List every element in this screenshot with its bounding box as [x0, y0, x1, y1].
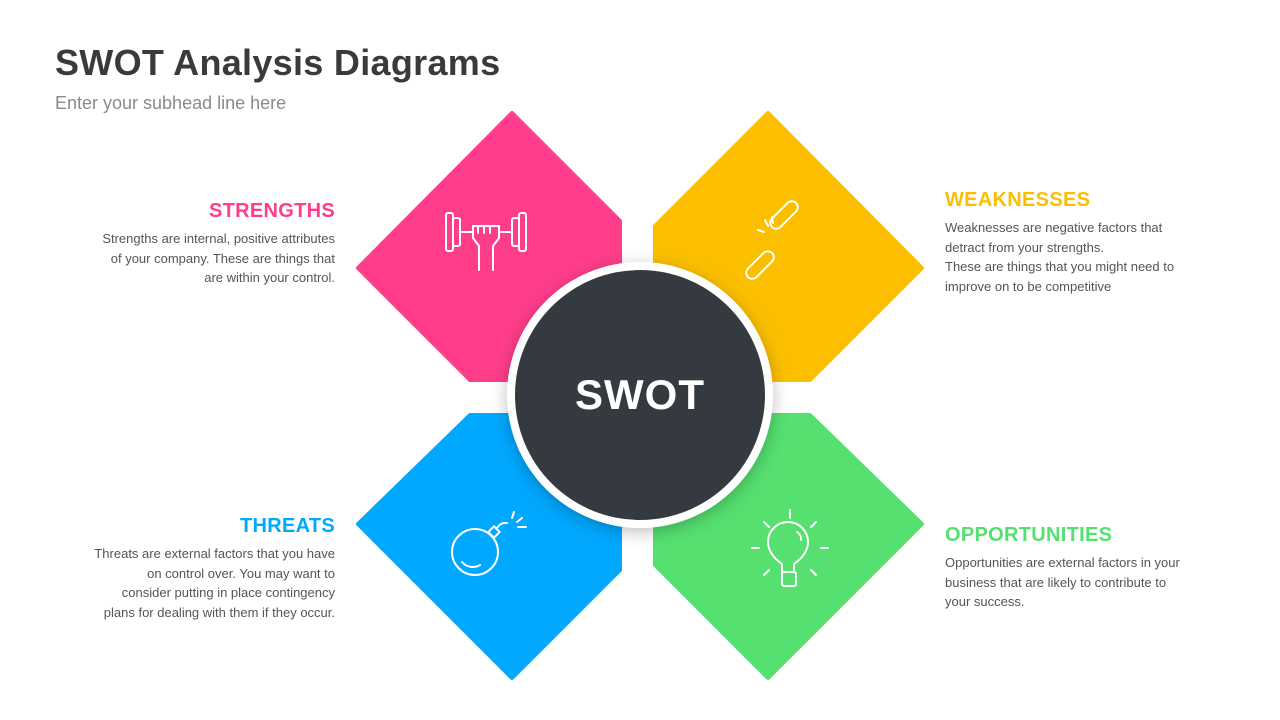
text-line: Weaknesses are negative factors that [945, 220, 1163, 235]
opportunities-block: OPPORTUNITIES Opportunities are external… [945, 524, 1235, 612]
bomb-icon [451, 511, 527, 576]
weaknesses-block: WEAKNESSES Weaknesses are negative facto… [945, 189, 1235, 296]
strengths-text: Strengths are internal, positive attribu… [45, 229, 335, 288]
threats-title: THREATS [239, 515, 335, 537]
weaknesses-text: Weaknesses are negative factors that det… [945, 218, 1235, 296]
text-line: Strengths are internal, positive attribu… [102, 231, 335, 246]
text-line: Threats are external factors that you ha… [94, 546, 335, 561]
threats-block: THREATS Threats are external factors tha… [45, 515, 335, 622]
text-line: consider putting in place contingency [121, 585, 335, 600]
text-line: business that are likely to contribute t… [945, 574, 1167, 590]
text-line: improve on to be competitive [945, 278, 1112, 294]
threats-text: Threats are external factors that you ha… [45, 544, 335, 622]
page-title: SWOT Analysis Diagrams [55, 42, 501, 83]
weaknesses-title: WEAKNESSES [945, 189, 1091, 211]
text-line: Opportunities are external factors in yo… [945, 555, 1180, 570]
strengths-block: STRENGTHS Strengths are internal, positi… [45, 200, 335, 288]
dumbbell-fist-icon [445, 212, 527, 271]
page-subtitle: Enter your subhead line here [55, 93, 287, 113]
strengths-title: STRENGTHS [208, 200, 335, 222]
opportunities-text: Opportunities are external factors in yo… [945, 553, 1235, 612]
text-line: plans for dealing with them if they occu… [103, 604, 335, 620]
text-line: on control over. You may want to [147, 565, 335, 581]
lightbulb-icon [751, 509, 829, 587]
opportunities-title: OPPORTUNITIES [945, 524, 1113, 546]
text-line: These are things that you might need to [945, 259, 1175, 274]
text-line: detract from your strengths. [945, 239, 1104, 255]
text-line: your success. [945, 594, 1025, 609]
center-circle [515, 270, 765, 520]
text-line: of your company. These are things that [110, 250, 335, 266]
broken-chain-icon [745, 200, 799, 280]
center-label: SWOT [575, 371, 705, 418]
text-line: are within your control. [204, 270, 335, 285]
